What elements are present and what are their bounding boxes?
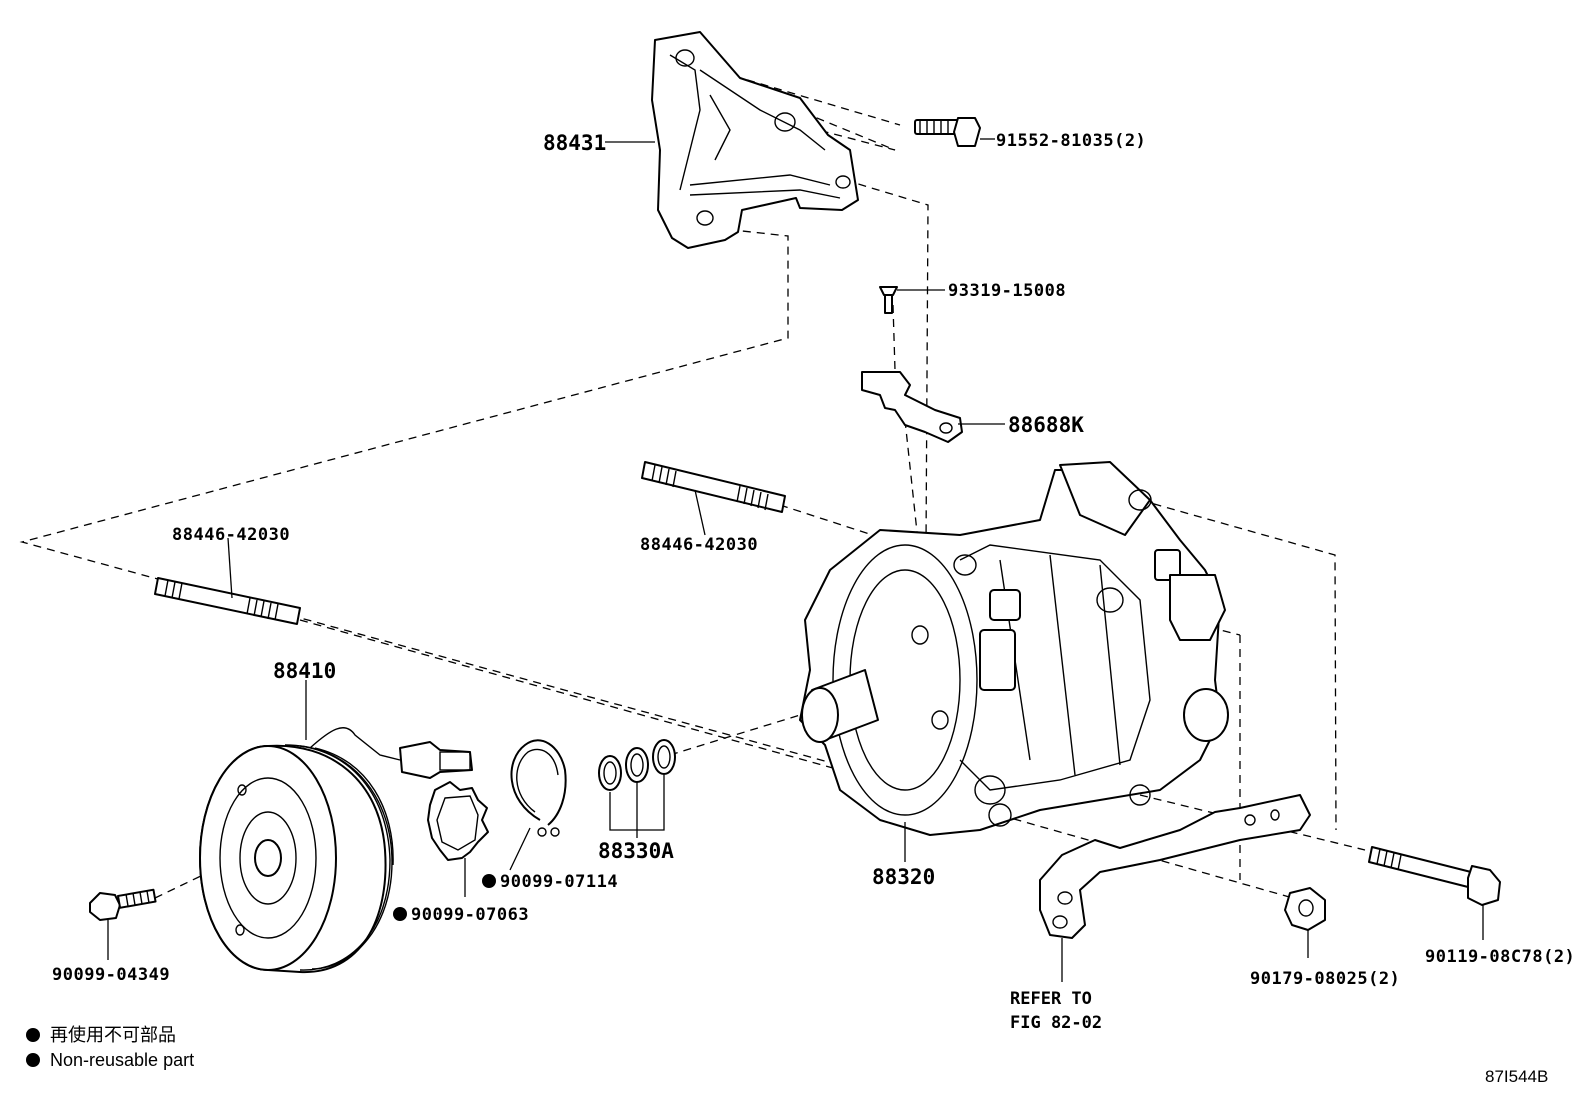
label-88320: 88320 bbox=[872, 865, 935, 889]
bolt-right bbox=[1368, 846, 1501, 906]
leader-lines bbox=[107, 138, 1484, 982]
label-88431: 88431 bbox=[543, 131, 606, 155]
label-88446-42030-left: 88446-42030 bbox=[172, 525, 290, 545]
figure-id: 87I544B bbox=[1485, 1067, 1548, 1086]
compressor-bracket bbox=[651, 31, 859, 249]
label-93319-15008: 93319-15008 bbox=[948, 281, 1066, 301]
legend-bullet-icon bbox=[26, 1028, 40, 1042]
label-90099-04349: 90099-04349 bbox=[52, 965, 170, 985]
shim-gasket bbox=[427, 781, 489, 861]
label-90119-08c78: 90119-08C78(2) bbox=[1425, 947, 1575, 967]
legend-bullet-icon bbox=[26, 1053, 40, 1067]
nut bbox=[1284, 887, 1326, 931]
stud-upper bbox=[641, 461, 786, 513]
label-91552-81035: 91552-81035(2) bbox=[996, 131, 1146, 151]
bolt-top bbox=[914, 117, 981, 147]
label-refer-to: REFER TO bbox=[1010, 989, 1092, 1009]
label-88410: 88410 bbox=[273, 659, 336, 683]
label-90179-08025: 90179-08025(2) bbox=[1250, 969, 1400, 989]
lower-stay bbox=[1039, 794, 1311, 939]
o-rings bbox=[598, 739, 676, 791]
stud-left bbox=[154, 577, 301, 625]
label-90099-07063: 90099-07063 bbox=[411, 905, 529, 925]
legend: 再使用不可部品 Non-reusable part bbox=[26, 1025, 194, 1070]
part-labels: 88431 91552-81035(2) 93319-15008 88688K … bbox=[52, 131, 1575, 1033]
non-reusable-marker-snap-ring bbox=[482, 874, 496, 888]
label-88446-42030-upper: 88446-42030 bbox=[640, 535, 758, 555]
legend-japanese: 再使用不可部品 bbox=[50, 1025, 176, 1045]
label-88688k: 88688K bbox=[1008, 413, 1084, 437]
label-fig-82-02: FIG 82-02 bbox=[1010, 1013, 1102, 1033]
magnetic-clutch bbox=[199, 727, 473, 974]
non-reusable-marker-shim bbox=[393, 907, 407, 921]
label-88330a: 88330A bbox=[598, 839, 674, 863]
screw bbox=[879, 286, 898, 314]
snap-ring bbox=[510, 739, 567, 837]
stay-bracket bbox=[861, 371, 963, 443]
compressor bbox=[799, 461, 1229, 836]
legend-english: Non-reusable part bbox=[50, 1050, 194, 1070]
clutch-bolt bbox=[89, 888, 157, 921]
label-90099-07114: 90099-07114 bbox=[500, 872, 618, 892]
